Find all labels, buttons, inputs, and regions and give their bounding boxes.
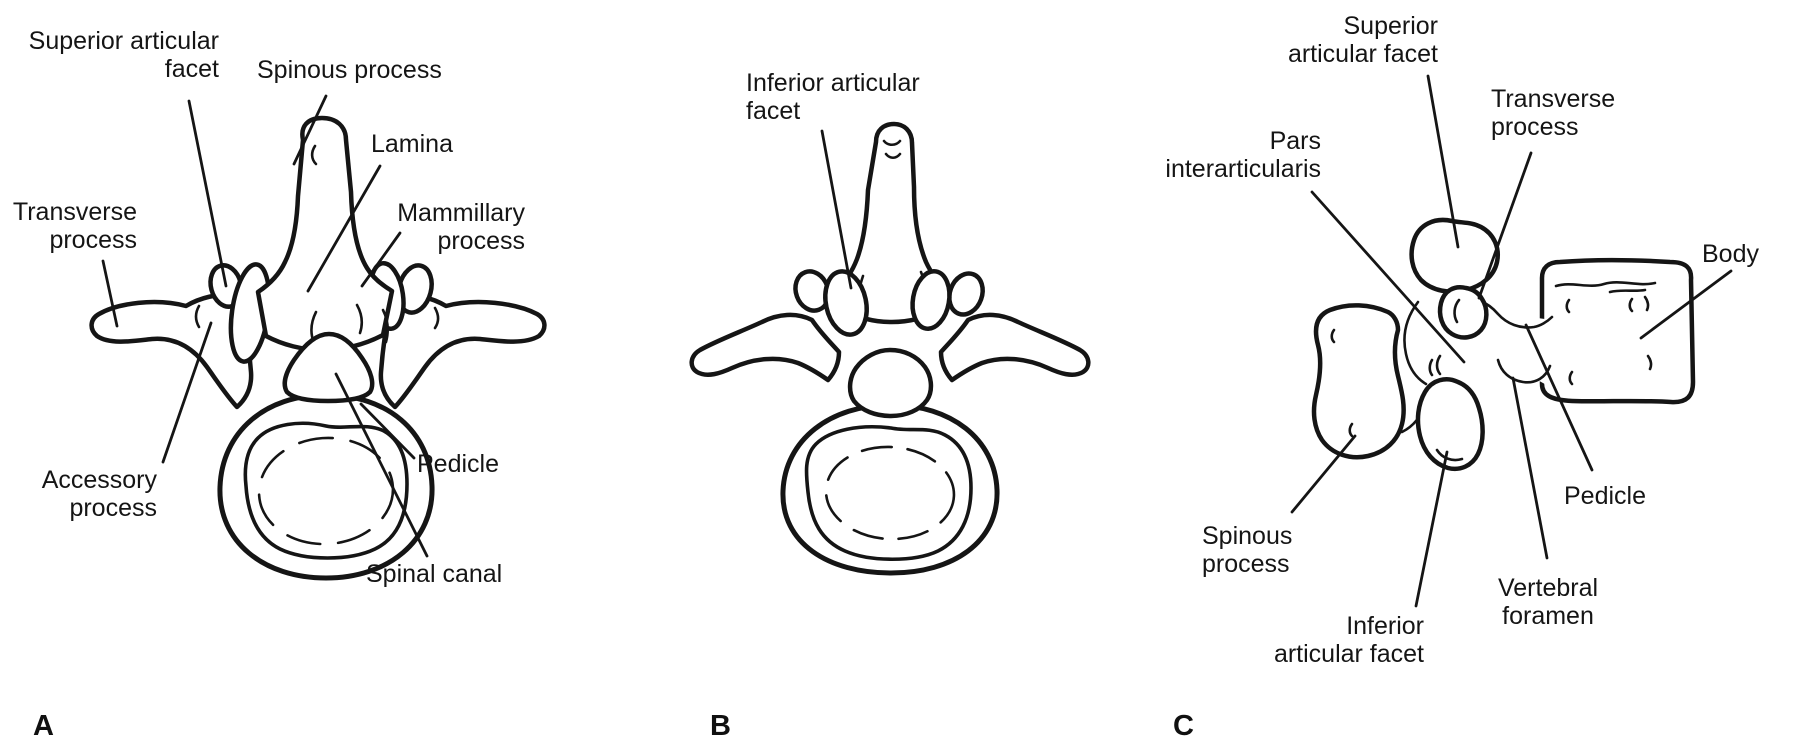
label-transverse-process-c: Transverse process — [1491, 85, 1615, 141]
leader-pars-interarticularis-c — [1310, 190, 1466, 364]
leader-lamina-a — [306, 164, 382, 293]
label-line: foramen — [1502, 602, 1594, 630]
label-line: facet — [746, 97, 801, 125]
inferior-articular-process-mark-c — [1435, 448, 1464, 462]
transverse-process-left-shape-b — [689, 312, 842, 383]
label-body-c: Body — [1702, 240, 1759, 268]
leader-spinous-process-c — [1290, 434, 1357, 514]
leader-transverse-process-c — [1477, 151, 1533, 300]
vertebral-body-texture-c — [1554, 280, 1657, 386]
leader-mammillary-process-a — [360, 231, 402, 288]
label-inferior-articular-facet-b: Inferior articular facet — [746, 69, 920, 125]
vertebral-body-ring-b — [780, 402, 1000, 576]
spinous-process-marks-c — [1330, 328, 1354, 438]
spinal-canal-shape-b — [847, 347, 934, 419]
label-line: Superior articular — [28, 27, 219, 55]
label-spinal-canal-a: Spinal canal — [366, 560, 503, 588]
transverse-process-right-shape-a — [378, 292, 547, 410]
leader-spinal-canal-a — [334, 372, 429, 558]
label-line: process — [1491, 113, 1579, 141]
leader-spinous-process-a — [292, 94, 328, 166]
vertebral-body-dashed-contour-b — [824, 445, 956, 541]
transverse-process-mark-c — [1453, 298, 1461, 324]
panel-b-drawing — [689, 121, 1091, 576]
vertebral-body-ring-a — [217, 392, 435, 581]
leader-body-c — [1639, 269, 1733, 340]
leader-pedicle-a — [359, 402, 416, 460]
label-mammillary-process-a: Mammillary process — [388, 199, 525, 255]
label-vertebral-foramen-c: Vertebral foramen — [1488, 574, 1608, 630]
leader-inferior-articular-facet-c — [1414, 450, 1449, 608]
label-line: Transverse — [12, 198, 137, 226]
leader-superior-articular-facet-c — [1426, 74, 1460, 249]
label-line: interarticularis — [1165, 155, 1321, 183]
label-pedicle-a: Pedicle — [417, 450, 499, 478]
panel-letter-c: C — [1173, 710, 1194, 742]
label-line: process — [437, 227, 525, 255]
leader-pedicle-c — [1524, 323, 1594, 472]
leader-accessory-process-a — [161, 321, 213, 464]
spinous-process-tip-mark-a — [310, 144, 318, 166]
label-accessory-process-a: Accessory process — [36, 466, 157, 522]
label-superior-articular-facet-c: Superior articular facet — [1260, 12, 1438, 68]
label-line: Spinous — [1202, 522, 1293, 550]
label-line: Vertebral — [1497, 574, 1599, 602]
label-line: Pars — [1269, 127, 1321, 155]
transverse-process-right-shape-b — [938, 312, 1091, 383]
label-line: facet — [164, 55, 219, 83]
spinous-process-tip-marks-b — [882, 139, 902, 160]
panel-c-leader-lines — [1290, 74, 1733, 608]
leader-transverse-process-a — [101, 259, 119, 328]
label-spinous-process-a: Spinous process — [257, 56, 442, 84]
label-inferior-articular-facet-c: Inferior articular facet — [1246, 612, 1424, 668]
accessory-process-notch-a — [194, 304, 201, 329]
vertebral-body-inner-wall-b — [804, 424, 973, 562]
label-line: Transverse — [1491, 85, 1616, 113]
spinal-canal-shape-a — [282, 331, 375, 404]
transverse-process-left-shape-a — [89, 292, 254, 410]
label-transverse-process-a: Transverse process — [8, 198, 137, 254]
label-pars-interarticularis-c: Pars interarticularis — [1131, 127, 1321, 183]
pedicle-junction-fill-c — [1402, 300, 1552, 394]
leader-vertebral-foramen-c — [1511, 376, 1549, 560]
panel-letter-b: B — [710, 710, 731, 742]
label-pedicle-c: Pedicle — [1564, 482, 1646, 510]
label-line: Accessory — [41, 466, 157, 494]
spinous-process-shape-c — [1311, 303, 1406, 460]
vertebral-foramen-notch-c — [1496, 358, 1552, 384]
label-lamina-a: Lamina — [371, 130, 453, 158]
panel-a-drawing — [89, 94, 547, 581]
inferior-articular-process-left-shape-b — [823, 269, 869, 337]
label-line: Inferior — [1346, 612, 1424, 640]
inferior-articular-process-shape-c — [1415, 377, 1485, 472]
panel-c-drawing — [1290, 74, 1733, 608]
inferior-articular-process-right-shape-b — [910, 269, 952, 331]
accessory-process-notch-right-a — [433, 306, 440, 330]
label-line: process — [49, 226, 137, 254]
panel-letter-a: A — [33, 710, 54, 742]
vertebral-body-shape-c — [1539, 257, 1696, 405]
leader-inferior-articular-facet-b — [820, 129, 853, 290]
spinous-process-shape-a — [255, 115, 395, 353]
label-line: Inferior articular — [746, 69, 920, 97]
label-line: Mammillary — [397, 199, 525, 227]
label-line: articular facet — [1287, 40, 1438, 68]
leader-superior-articular-facet-a — [187, 99, 228, 288]
label-spinous-process-c: Spinous process — [1202, 522, 1292, 578]
label-superior-articular-facet-a: Superior articular facet — [23, 27, 219, 83]
label-line: Superior — [1343, 12, 1439, 40]
panel-a-leader-lines — [101, 94, 429, 558]
label-line: process — [69, 494, 157, 522]
label-line: process — [1202, 550, 1290, 578]
transverse-process-shape-c — [1437, 285, 1489, 340]
label-line: articular facet — [1273, 640, 1424, 668]
